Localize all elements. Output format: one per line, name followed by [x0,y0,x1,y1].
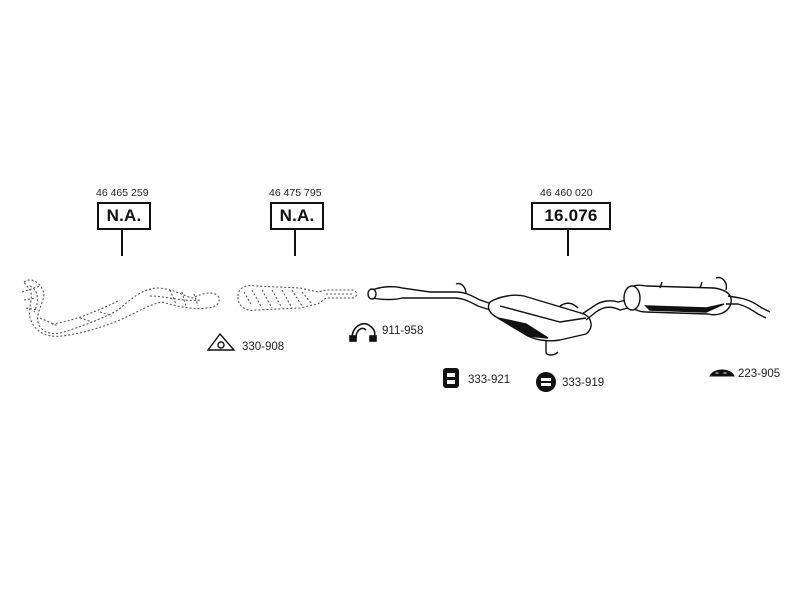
oe-number-1: 46 465 259 [96,187,149,199]
oe-number-3: 46 460 020 [540,187,593,199]
rear-section-drawing [367,276,771,356]
part-box-2[interactable]: N.A. [270,202,324,230]
rubber-mount-icon[interactable] [443,368,459,388]
bracket-icon[interactable] [709,369,735,377]
rubber-ring-icon[interactable] [536,372,556,392]
clamp-icon[interactable] [349,322,377,342]
fitting-label-333-921[interactable]: 333-921 [468,374,511,386]
front-pipe-drawing [21,279,220,337]
fitting-label-223-905[interactable]: 223-905 [738,368,781,380]
gasket-icon[interactable] [206,332,236,351]
fitting-label-911-958[interactable]: 911-958 [382,325,424,337]
part-box-3[interactable]: 16.076 [531,202,611,230]
part-box-1[interactable]: N.A. [97,202,151,230]
fitting-label-330-908[interactable]: 330-908 [242,341,285,353]
oe-number-2: 46 475 795 [269,187,322,199]
catalytic-converter-drawing [237,284,358,311]
fitting-label-333-919[interactable]: 333-919 [562,377,605,389]
